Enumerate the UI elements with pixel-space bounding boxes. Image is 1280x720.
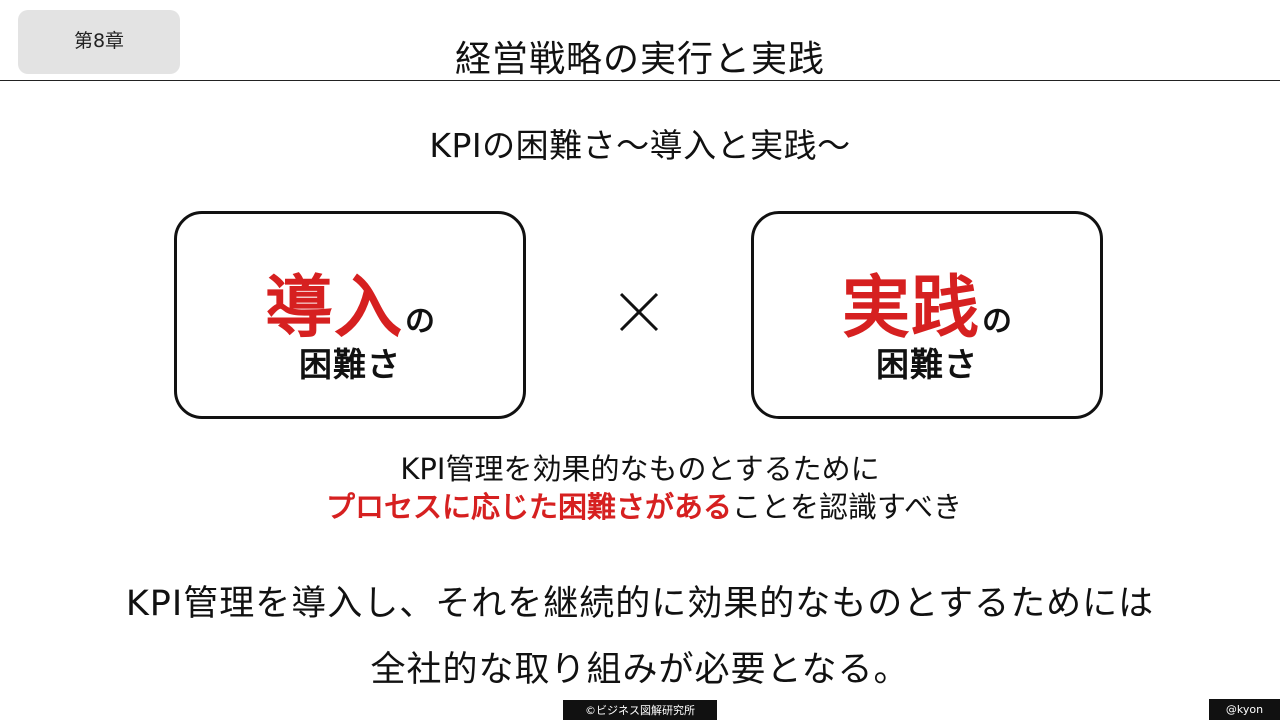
copyright-credit: ©ビジネス図解研究所 (563, 700, 717, 720)
author-handle: @kyon (1209, 699, 1280, 720)
chapter-label: 第8章 (73, 29, 125, 52)
practice-keyword: 実践 (841, 269, 980, 348)
introduction-keyword: 導入 (264, 269, 403, 348)
caption-rest: ことを認識すべき (732, 490, 962, 524)
introduction-difficulty-label: 困難さ (299, 345, 401, 384)
practice-difficulty-label: 困難さ (876, 345, 978, 384)
conclusion-line-1: KPI管理を導入し、それを継続的に効果的なものとするためには (125, 584, 1155, 624)
times-icon (619, 292, 659, 332)
introduction-particle: の (405, 304, 435, 339)
caption-highlight: プロセスに応じた困難さがある (326, 490, 733, 524)
conclusion-line-2: 全社的な取り組みが必要となる。 (370, 650, 910, 690)
page-title: 経営戦略の実行と実践 (454, 39, 825, 80)
practice-particle: の (982, 304, 1012, 339)
chapter-tag: 第8章 (18, 10, 180, 74)
introduction-difficulty-box: 導入の 困難さ (174, 211, 526, 419)
practice-difficulty-box: 実践の 困難さ (751, 211, 1103, 419)
slide-subtitle: KPIの困難さ～導入と実践～ (429, 126, 851, 165)
caption-line-2: プロセスに応じた困難さがあることを認識すべき (8, 484, 1280, 526)
introduction-heading: 導入の (177, 252, 523, 351)
practice-heading: 実践の (754, 252, 1100, 351)
header-divider (0, 80, 1280, 81)
caption-line-1: KPI管理を効果的なものとするために (400, 452, 880, 486)
